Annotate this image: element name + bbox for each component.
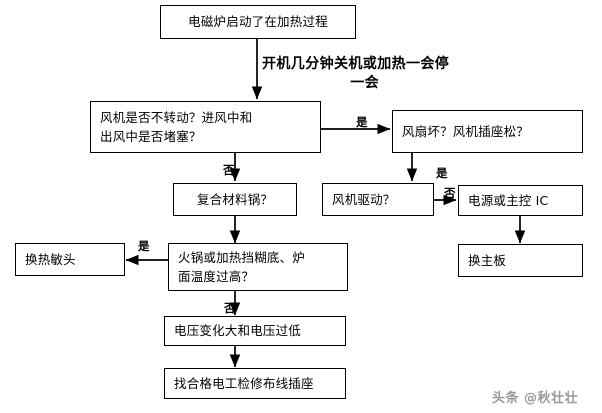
node-start-label: 电磁炉启动了在加热过程 — [188, 14, 328, 30]
node-compound-pot[interactable]: 复合材料锅？ — [173, 183, 297, 216]
edge-label-fan-drive-no: 否 — [444, 186, 456, 200]
annotation-line-2: 一会 — [350, 74, 379, 91]
node-replace-thermistor[interactable]: 换热敏头 — [15, 243, 125, 276]
edge-label-overheat-yes: 是 — [138, 239, 150, 253]
edge-label-fan-broken-yes: 是 — [436, 166, 448, 180]
node-fan-drive[interactable]: 风机驱动？ — [322, 183, 434, 216]
edge-label-fan-check-no: 否 — [223, 163, 235, 177]
node-power-ic[interactable]: 电源或主控 IC — [458, 185, 583, 216]
node-voltage[interactable]: 电压变化大和电压过低 — [164, 316, 346, 346]
node-replace-mb-label: 换主板 — [468, 252, 507, 268]
node-electrician-label: 找合格电工检修布线插座 — [174, 375, 314, 391]
node-voltage-label: 电压变化大和电压过低 — [174, 323, 302, 339]
node-start[interactable]: 电磁炉启动了在加热过程 — [160, 5, 356, 39]
watermark: 头条 @秋壮壮 — [492, 391, 579, 406]
node-fan-broken[interactable]: 风扇坏？风机插座松？ — [392, 110, 583, 153]
node-overheat[interactable]: 火锅或加热挡糊底、炉 面温度过高？ — [168, 243, 348, 291]
node-fan-check[interactable]: 风机是否不转动？进风中和 出风中是否堵塞？ — [90, 101, 321, 153]
edge-label-fan-check-yes: 是 — [356, 115, 368, 129]
node-replace-mb[interactable]: 换主板 — [458, 244, 583, 277]
edge-label-overheat-no: 否 — [224, 301, 236, 315]
node-fan-check-label: 风机是否不转动？进风中和 出风中是否堵塞？ — [100, 109, 253, 144]
node-replace-thermistor-label: 换热敏头 — [25, 251, 76, 267]
annotation-line-1: 开机几分钟关机或加热一会停 — [262, 56, 450, 72]
node-compound-pot-label: 复合材料锅？ — [196, 191, 274, 207]
node-power-ic-label: 电源或主控 IC — [468, 192, 549, 208]
node-overheat-label: 火锅或加热挡糊底、炉 面温度过高？ — [178, 249, 306, 284]
process-annotation: 开机几分钟关机或加热一会停 一会 — [262, 55, 449, 93]
node-fan-broken-label: 风扇坏？风机插座松？ — [402, 123, 530, 139]
node-electrician[interactable]: 找合格电工检修布线插座 — [164, 368, 346, 399]
node-fan-drive-label: 风机驱动？ — [332, 191, 396, 207]
